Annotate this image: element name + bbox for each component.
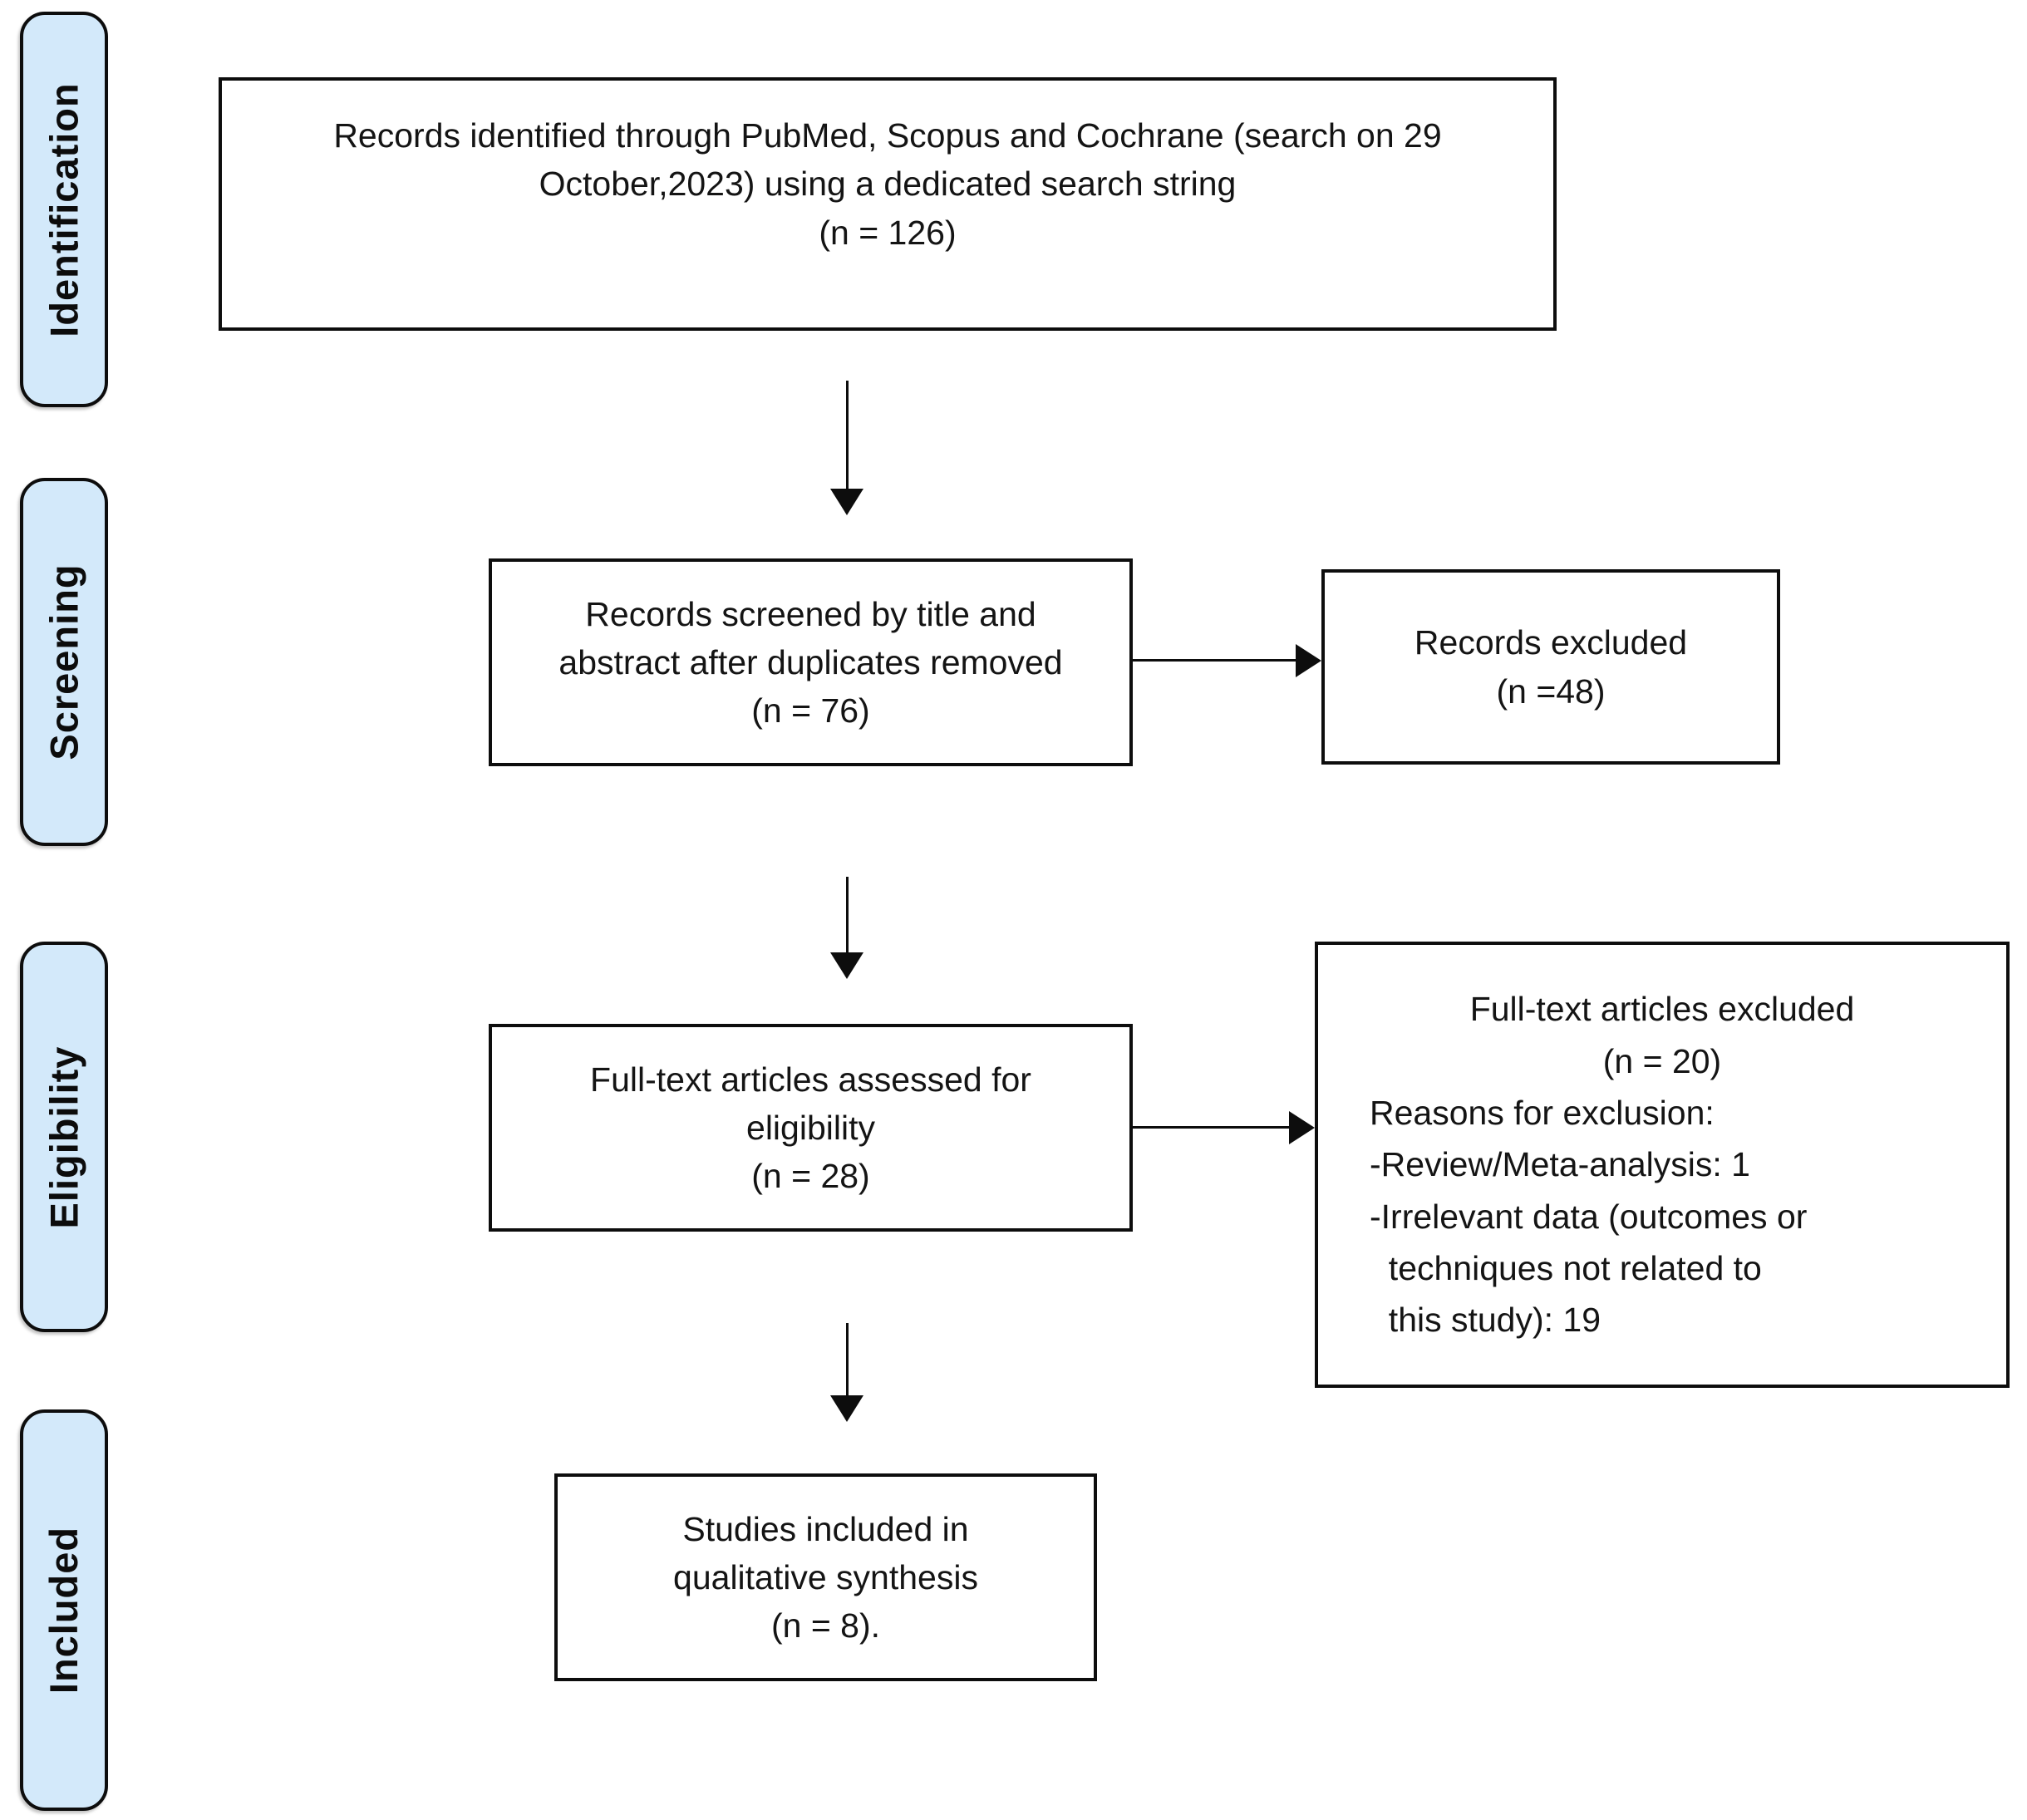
arrow-stem [846,877,849,955]
arrow-stem [1133,1126,1291,1129]
stage-pill-included: Included [20,1409,108,1811]
box-fulltext-excluded-heading: Full-text articles excluded (n = 20) [1469,990,1855,1080]
box-records-excluded-text: Records excluded (n =48) [1414,623,1688,711]
stage-pill-screening: Screening [20,478,108,846]
arrow-stem [846,381,849,490]
arrowhead-right-icon [1289,1111,1315,1144]
box-fulltext-assessed-text: Full-text articles assessed for eligibil… [590,1060,1031,1196]
arrowhead-down-icon [830,1395,863,1422]
arrowhead-right-icon [1296,644,1321,677]
stage-label-screening: Screening [42,563,86,760]
box-records-excluded: Records excluded (n =48) [1321,569,1780,765]
box-records-identified-text: Records identified through PubMed, Scopu… [333,116,1442,252]
box-records-screened-text: Records screened by title and abstract a… [558,594,1063,730]
arrowhead-down-icon [830,952,863,979]
stage-pill-eligibility: Eligibility [20,942,108,1332]
box-fulltext-assessed: Full-text articles assessed for eligibil… [489,1024,1133,1232]
box-studies-included-text: Studies included in qualitative synthesi… [673,1509,978,1645]
box-fulltext-excluded: Full-text articles excluded (n = 20) Rea… [1315,942,2010,1388]
arrow-stem [1133,659,1297,662]
box-fulltext-excluded-reasons: Reasons for exclusion: -Review/Meta-anal… [1370,1094,1808,1340]
stage-label-identification: Identification [42,81,86,337]
stage-label-eligibility: Eligibility [42,1045,86,1228]
arrow-stem [846,1323,849,1398]
stage-pill-identification: Identification [20,12,108,407]
box-records-identified: Records identified through PubMed, Scopu… [219,77,1557,331]
box-records-screened: Records screened by title and abstract a… [489,558,1133,766]
stage-label-included: Included [42,1526,86,1695]
box-studies-included: Studies included in qualitative synthesi… [554,1473,1097,1681]
arrowhead-down-icon [830,489,863,515]
